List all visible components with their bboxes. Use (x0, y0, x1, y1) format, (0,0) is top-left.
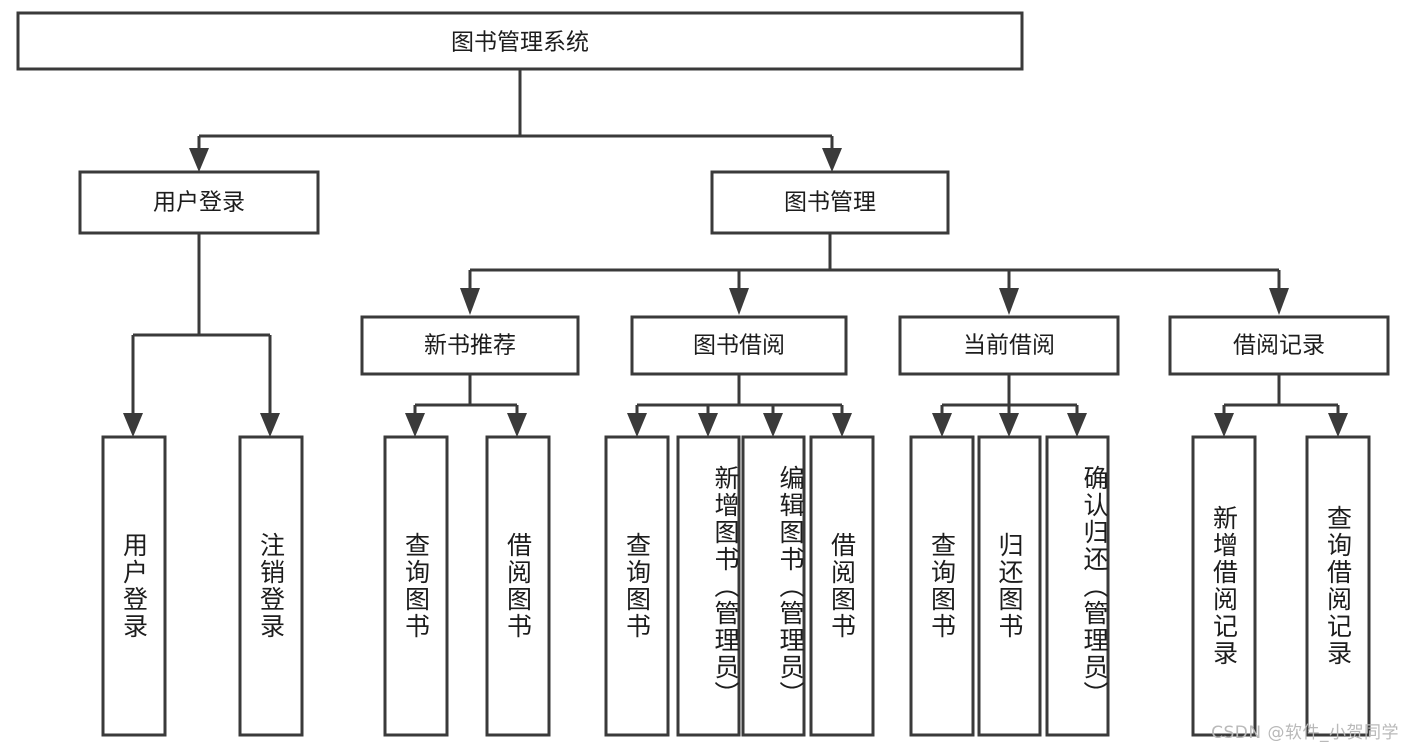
leaf-box-user-login-0[interactable] (101, 435, 167, 737)
leaf-box-current-borrow-0[interactable] (909, 435, 975, 737)
connector-book-management-to-level2 (460, 233, 1289, 315)
node-user-login-box[interactable] (78, 170, 320, 235)
node-new-book-recommend[interactable]: 新书推荐 (360, 315, 580, 376)
node-book-borrow[interactable]: 图书借阅 (630, 315, 848, 376)
node-user-login[interactable]: 用户登录 (78, 170, 320, 235)
node-book-borrow-label: 图书借阅 (693, 333, 785, 359)
node-new-book-recommend-label: 新书推荐 (424, 333, 516, 359)
connector-borrow-record-to-leaves (1214, 374, 1348, 437)
node-new-book-recommend-box[interactable] (360, 315, 580, 376)
node-root-box[interactable] (16, 11, 1024, 71)
leaf-box-borrow-record-0[interactable] (1191, 435, 1257, 737)
node-root-label: 图书管理系统 (451, 30, 589, 56)
leaf-box-borrow-record-1[interactable] (1305, 435, 1371, 737)
leaf-box-new-book-recommend-1[interactable] (485, 435, 551, 737)
csdn-watermark: CSDN @软件_小贺同学 (1211, 723, 1399, 743)
node-current-borrow[interactable]: 当前借阅 (898, 315, 1120, 376)
connector-current-borrow-to-leaves (932, 374, 1087, 437)
leaf-box-current-borrow-1[interactable] (977, 435, 1042, 737)
node-book-management-label: 图书管理 (784, 190, 876, 216)
leaf-box-book-borrow-0[interactable] (604, 435, 670, 737)
connector-new-book-recommend-to-leaves (405, 374, 527, 437)
connector-root-to-level1 (189, 69, 842, 172)
leaf-box-book-borrow-2[interactable] (741, 435, 806, 737)
node-borrow-record-label: 借阅记录 (1233, 333, 1325, 359)
leaf-box-book-borrow-1[interactable] (676, 435, 741, 737)
connector-book-borrow-to-leaves (627, 374, 852, 437)
node-current-borrow-label: 当前借阅 (963, 333, 1055, 359)
node-current-borrow-box[interactable] (898, 315, 1120, 376)
node-borrow-record[interactable]: 借阅记录 (1168, 315, 1390, 376)
node-book-management[interactable]: 图书管理 (710, 170, 950, 235)
leaf-box-current-borrow-2[interactable] (1045, 435, 1110, 737)
connector-user-login-to-leaves (123, 233, 280, 437)
leaf-box-user-login-1[interactable] (238, 435, 304, 737)
leaf-box-new-book-recommend-0[interactable] (383, 435, 449, 737)
node-user-login-label: 用户登录 (153, 190, 245, 216)
node-root[interactable]: 图书管理系统 (16, 11, 1024, 71)
leaf-box-book-borrow-3[interactable] (809, 435, 875, 737)
